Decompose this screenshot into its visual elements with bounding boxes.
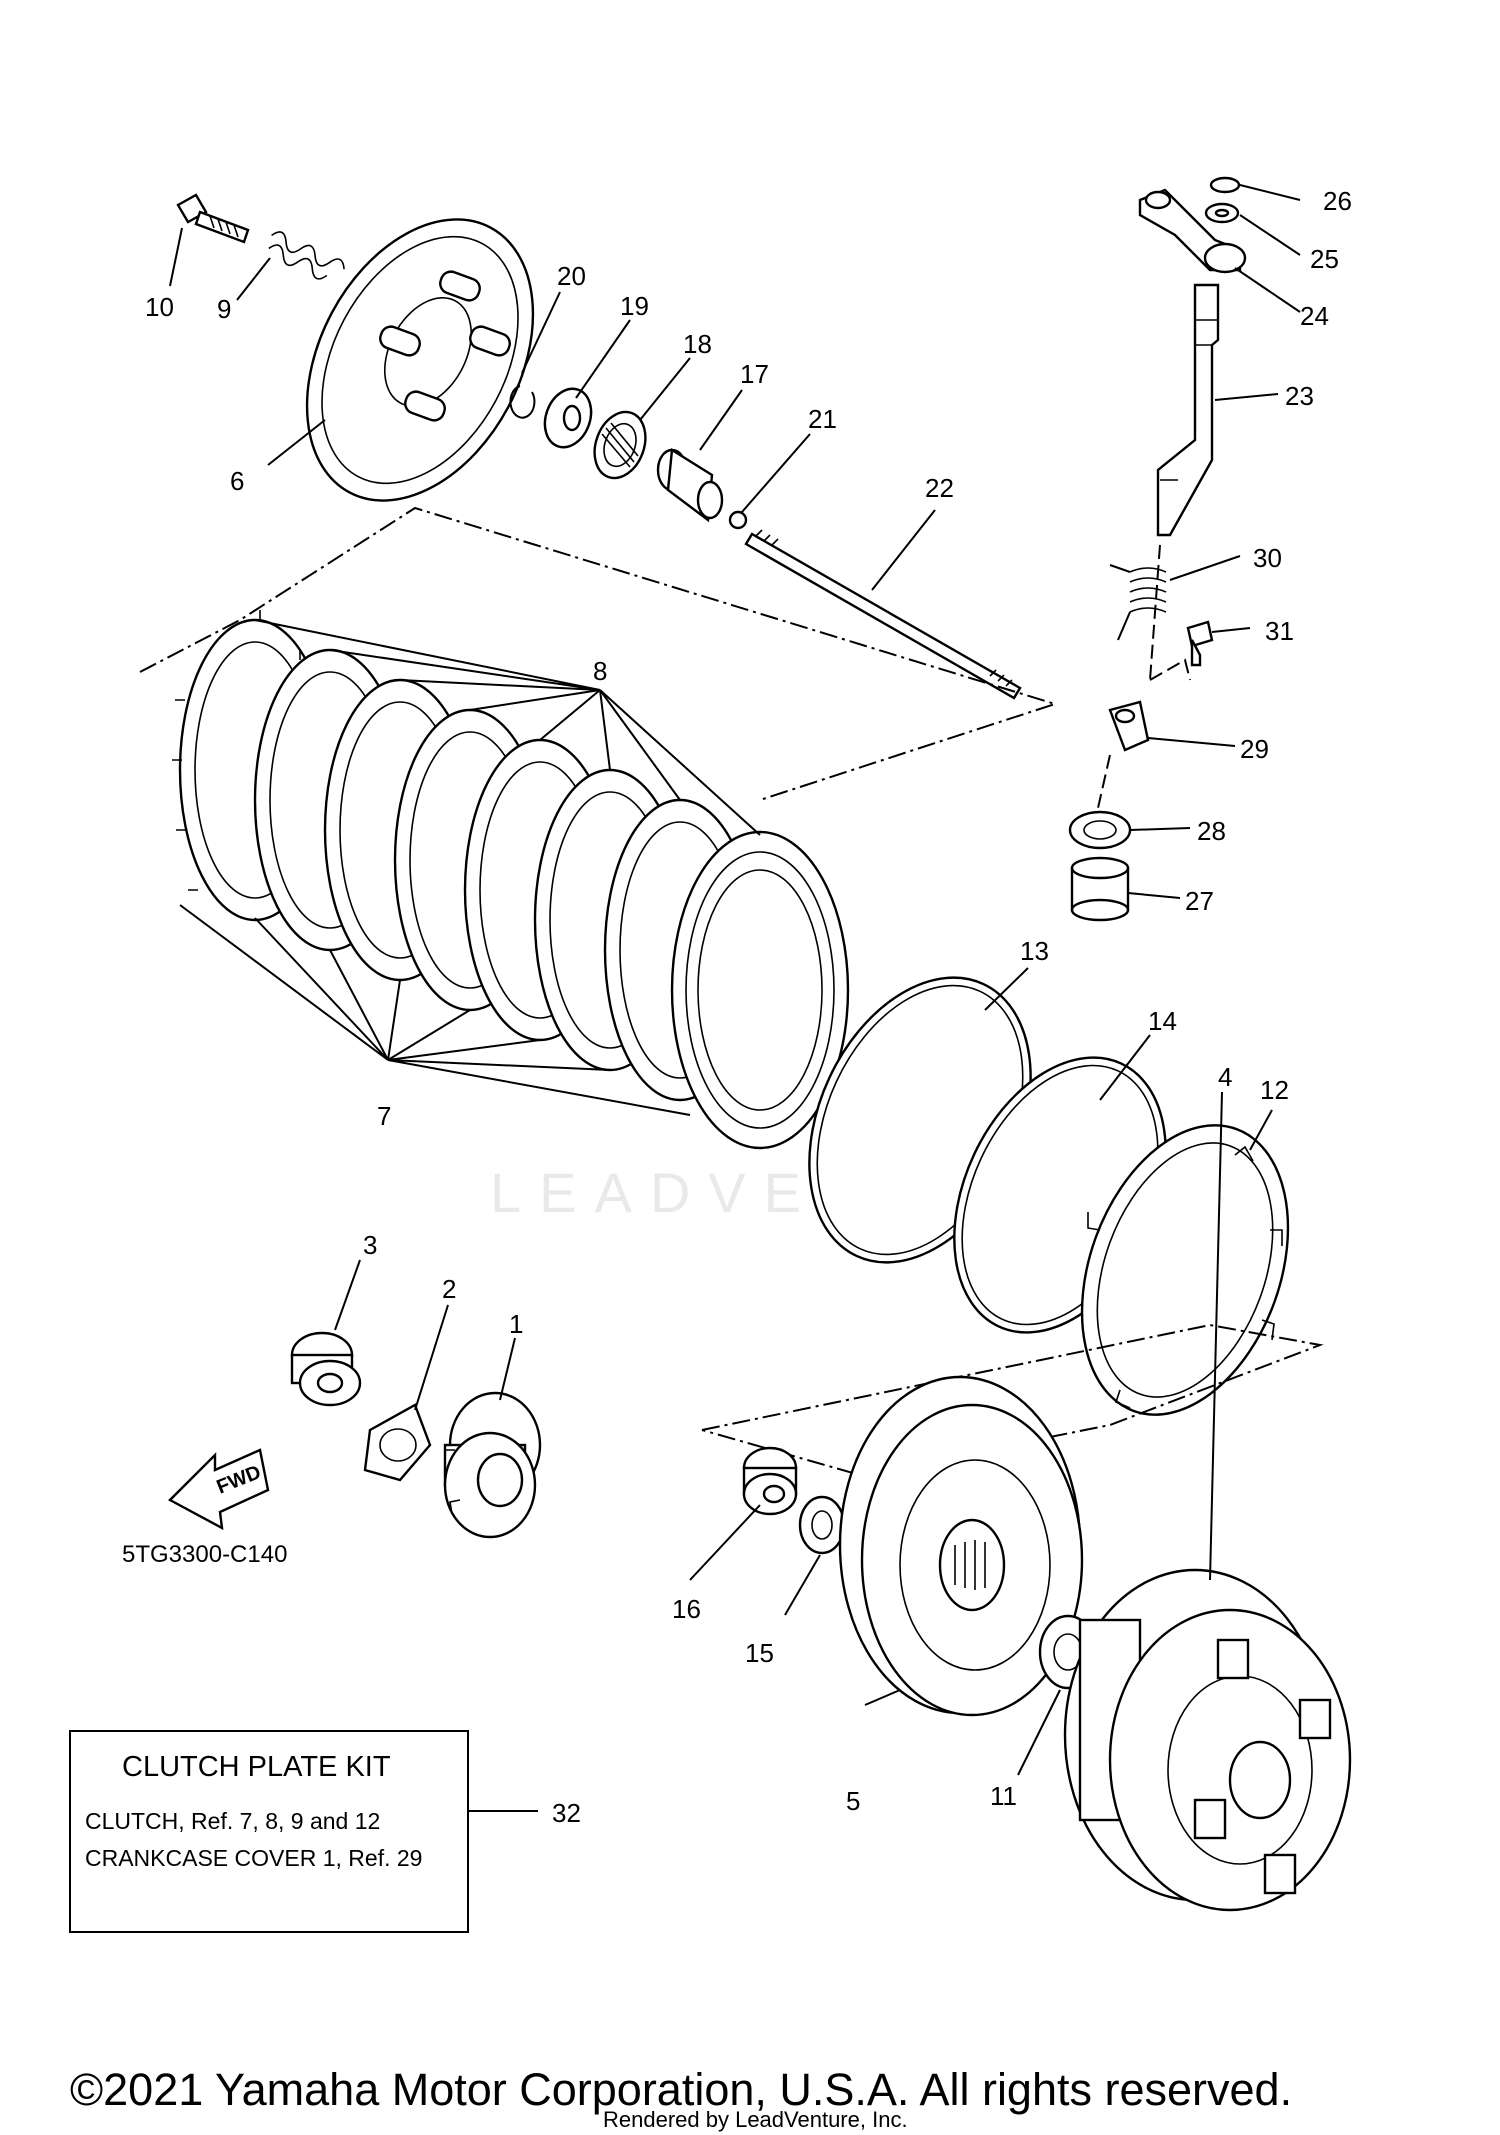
callout-26: 26 [1323, 186, 1352, 216]
callout-13: 13 [1020, 936, 1049, 966]
callout-1: 1 [509, 1309, 523, 1339]
parts-7-8-clutch-plates [172, 610, 850, 1150]
part-25-washer [1204, 202, 1240, 224]
part-2-lock-washer [363, 1403, 432, 1482]
callout-8: 8 [593, 656, 607, 686]
part-19-washer [543, 387, 593, 449]
callout-9: 9 [217, 294, 231, 324]
callout-15: 15 [745, 1638, 774, 1668]
part-28-oil-seal [1068, 810, 1132, 850]
part-29-plate [1108, 700, 1150, 752]
callout-14: 14 [1148, 1006, 1177, 1036]
callout-5: 5 [846, 1786, 860, 1816]
leader-lines [169, 184, 1301, 1776]
callout-18: 18 [683, 329, 712, 359]
callout-32: 32 [552, 1798, 581, 1828]
part-10-bolt [176, 193, 250, 244]
clutch-pack-frame [139, 506, 1059, 801]
callout-7: 7 [377, 1101, 391, 1131]
part-18-bearing [593, 410, 647, 480]
kit-line-2: CRANKCASE COVER 1, Ref. 29 [85, 1845, 422, 1871]
part-15-lock-washer [798, 1495, 846, 1555]
part-27-bearing [1070, 856, 1130, 922]
callout-27: 27 [1185, 886, 1214, 916]
callout-11: 11 [990, 1781, 1017, 1811]
part-1-primary-drive-gear [443, 1391, 542, 1539]
callout-12: 12 [1260, 1075, 1289, 1105]
callout-29: 29 [1240, 734, 1269, 764]
kit-title: CLUTCH PLATE KIT [122, 1751, 391, 1783]
callout-19: 19 [620, 291, 649, 321]
figure-code: 5TG3300-C140 [122, 1541, 287, 1568]
callout-21: 21 [808, 404, 837, 434]
callout-6: 6 [230, 466, 244, 496]
part-5-clutch-boss [838, 1375, 1084, 1717]
part-3-nut [290, 1331, 362, 1407]
part-16-nut [742, 1446, 798, 1516]
part-22-push-rod-2 [744, 529, 1022, 700]
rendered-by: Rendered by LeadVenture, Inc. [603, 2107, 908, 2132]
callout-4: 4 [1218, 1062, 1232, 1092]
callout-20: 20 [557, 261, 586, 291]
callout-31: 31 [1265, 616, 1294, 646]
part-31-bolt [1186, 620, 1214, 667]
callout-17: 17 [740, 359, 769, 389]
part-6-pressure-plate [305, 218, 535, 502]
fan-lines-7 [179, 904, 691, 1116]
part-24-lever [1138, 188, 1247, 274]
callout-labels: 1 2 3 4 5 6 7 8 9 10 11 12 13 14 15 16 1… [145, 186, 1352, 1828]
fwd-arrow-icon: FWD [168, 1448, 270, 1531]
part-4-primary-driven-gear [1063, 1568, 1352, 1912]
callout-25: 25 [1310, 244, 1339, 274]
part-12-friction-plate [1080, 1124, 1290, 1416]
part-26-circlip [1209, 176, 1241, 194]
part-30-spring [1109, 564, 1167, 641]
callout-22: 22 [925, 473, 954, 503]
kit-line-1: CLUTCH, Ref. 7, 8, 9 and 12 [85, 1808, 380, 1834]
fan-lines-8 [254, 619, 761, 836]
callout-28: 28 [1197, 816, 1226, 846]
callout-3: 3 [363, 1230, 377, 1260]
callout-23: 23 [1285, 381, 1314, 411]
part-9-spring [268, 231, 345, 280]
part-20-circlip [509, 385, 536, 419]
part-21-ball [728, 510, 748, 530]
part-17-push-rod-1 [656, 447, 724, 523]
shaft-dash-guides [1097, 544, 1191, 809]
part-23-push-lever-shaft [1156, 283, 1220, 537]
callout-16: 16 [672, 1594, 701, 1624]
copyright-notice: ©2021 Yamaha Motor Corporation, U.S.A. A… [70, 2064, 1292, 2115]
callout-30: 30 [1253, 543, 1282, 573]
callout-10: 10 [145, 292, 174, 322]
clutch-plate-kit-box: CLUTCH PLATE KIT CLUTCH, Ref. 7, 8, 9 an… [69, 1730, 538, 1933]
callout-2: 2 [442, 1274, 456, 1304]
callout-24: 24 [1300, 301, 1329, 331]
